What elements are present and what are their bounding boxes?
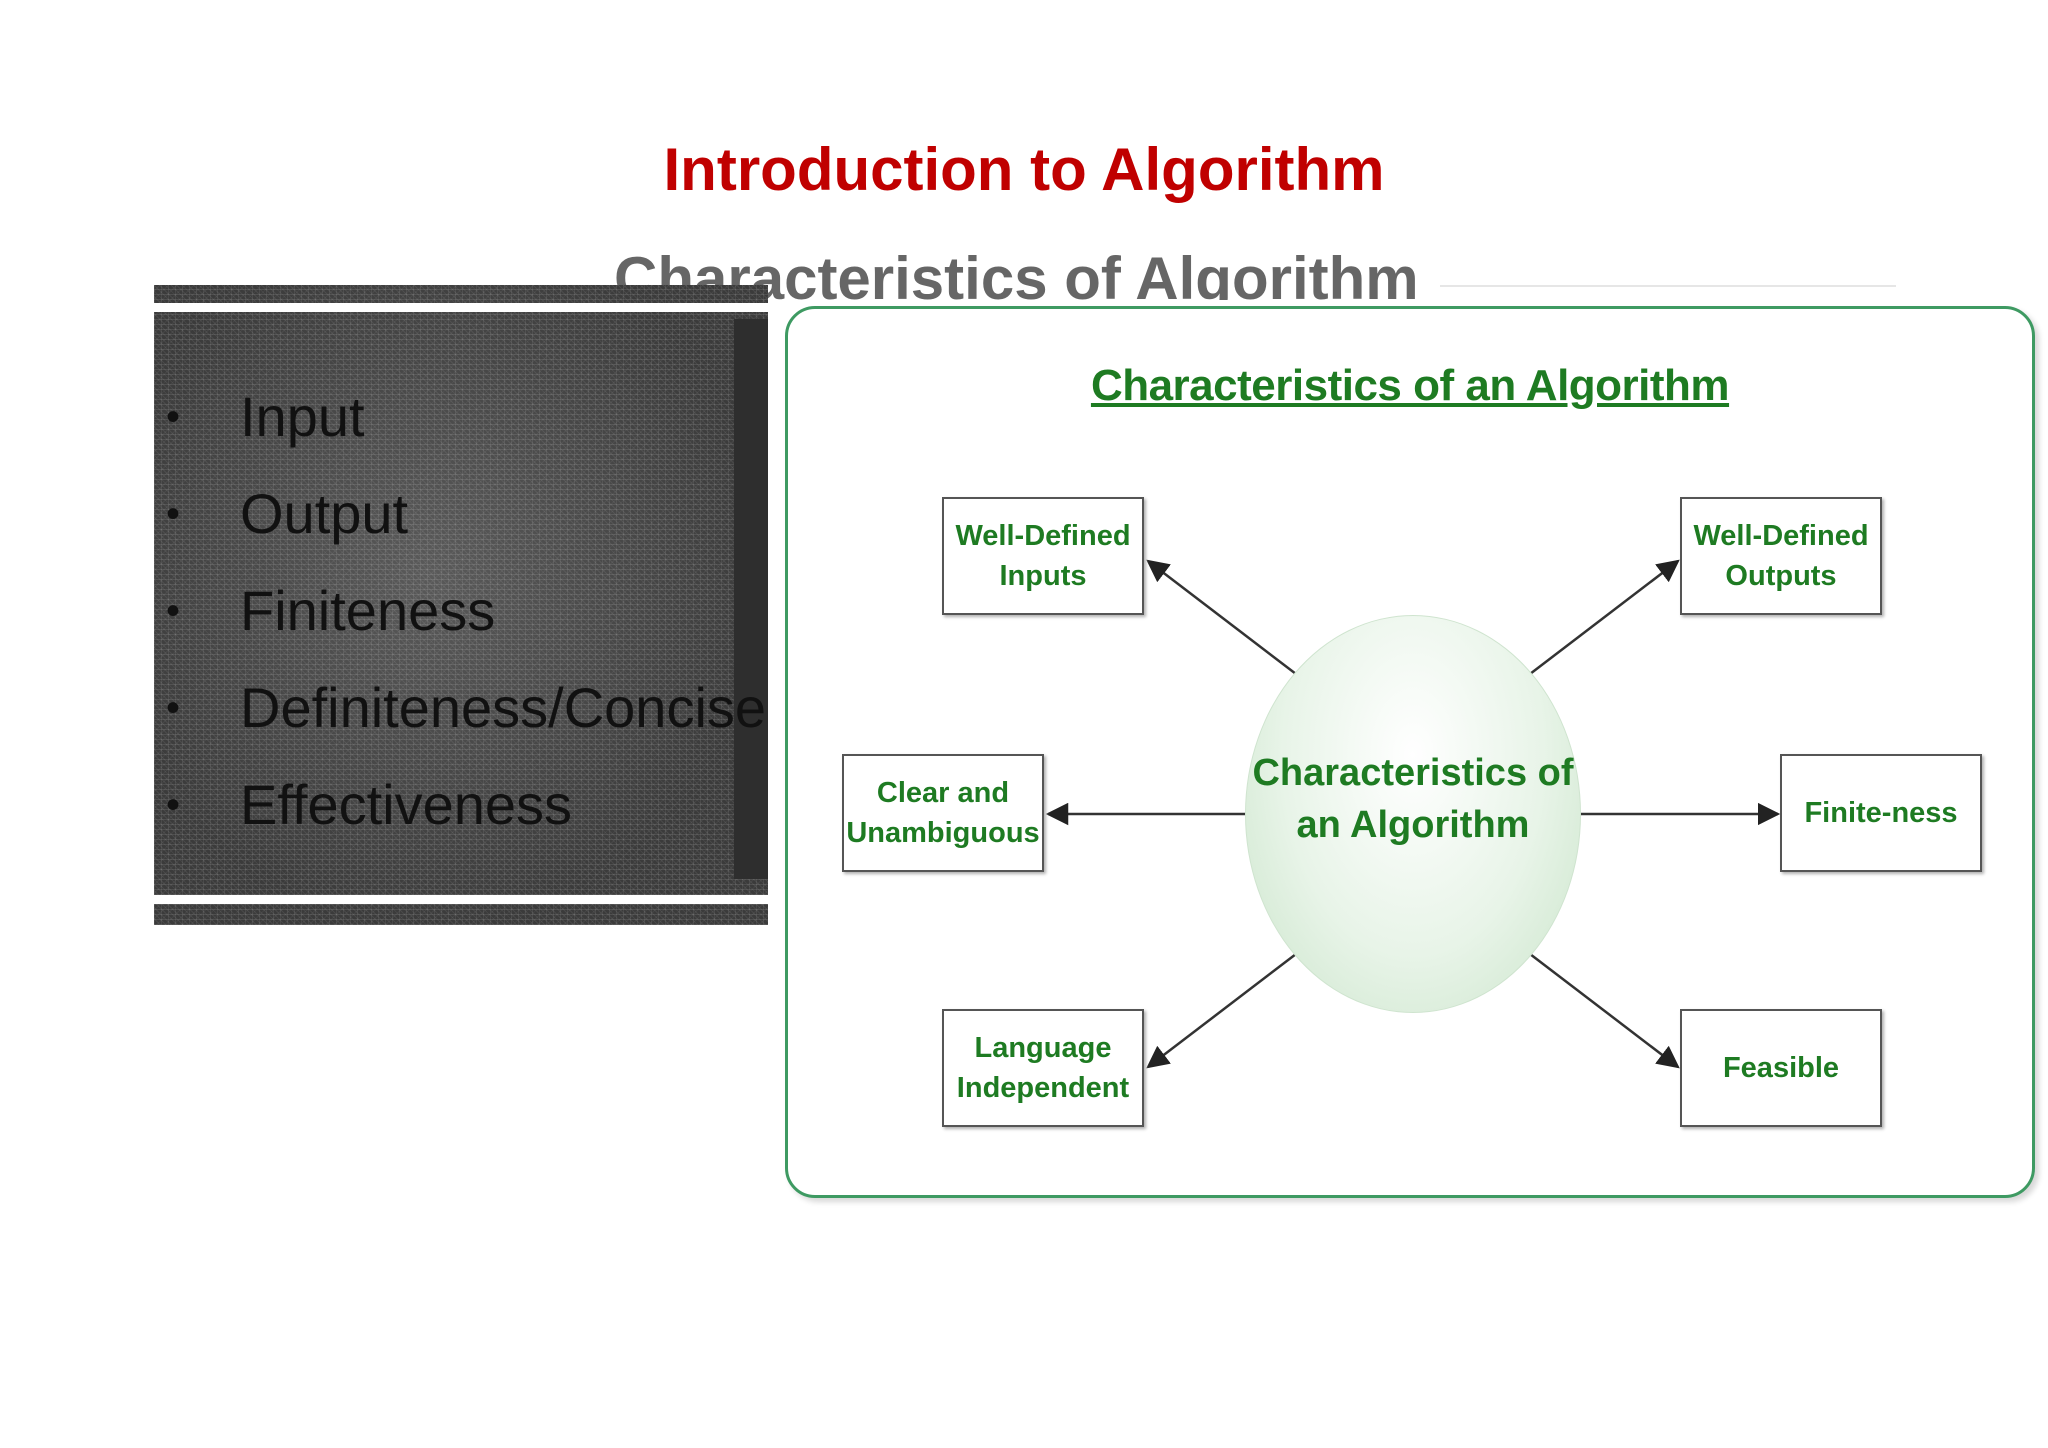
arrow-to-feasible	[1529, 953, 1680, 1069]
bullet-icon: •	[166, 783, 181, 827]
panel-right-band	[734, 319, 768, 879]
arrow-to-inputs	[1146, 559, 1297, 675]
node-clear-and-unambiguous: Clear and Unambiguous	[842, 754, 1044, 872]
bullet-item-effectiveness: • Effectiveness	[154, 768, 766, 865]
node-language-independent: Language Independent	[942, 1009, 1144, 1127]
diagram-arrows	[1045, 559, 1781, 1069]
bullet-item-input: • Input	[154, 380, 766, 477]
bullet-label: Effectiveness	[240, 773, 573, 836]
bullet-icon: •	[166, 492, 181, 536]
arrow-to-outputs	[1529, 559, 1680, 675]
node-well-defined-inputs: Well-Defined Inputs	[942, 497, 1144, 615]
bullet-icon: •	[166, 686, 181, 730]
bullet-label: Finiteness	[240, 579, 496, 642]
node-finite-ness: Finite-ness	[1780, 754, 1982, 872]
node-feasible: Feasible	[1680, 1009, 1882, 1127]
subtitle-underline	[1440, 285, 1896, 287]
diagram-card: Characteristics of an Algorithm Well-Def…	[785, 306, 2035, 1198]
diagram-title: Characteristics of an Algorithm	[1090, 361, 1730, 410]
bullet-label: Input	[240, 385, 365, 448]
panel-gap-bottom	[154, 895, 768, 904]
panel-gap-top	[154, 303, 768, 312]
characteristics-bullet-list: • Input • Output • Finiteness • Definite…	[154, 380, 766, 865]
bullet-item-output: • Output	[154, 477, 766, 574]
bullet-label: Definiteness/Concise	[240, 676, 767, 739]
node-well-defined-outputs: Well-Defined Outputs	[1680, 497, 1882, 615]
bullet-item-finiteness: • Finiteness	[154, 574, 766, 671]
textured-background-panel	[154, 285, 768, 925]
bullet-item-definiteness: • Definiteness/Concise	[154, 671, 766, 768]
arrow-to-language	[1146, 953, 1297, 1069]
center-ellipse: Characteristics of an Algorithm	[1245, 615, 1581, 1013]
bullet-icon: •	[166, 395, 181, 439]
bullet-icon: •	[166, 589, 181, 633]
slide-title: Introduction to Algorithm	[663, 136, 1385, 203]
bullet-label: Output	[240, 482, 409, 545]
